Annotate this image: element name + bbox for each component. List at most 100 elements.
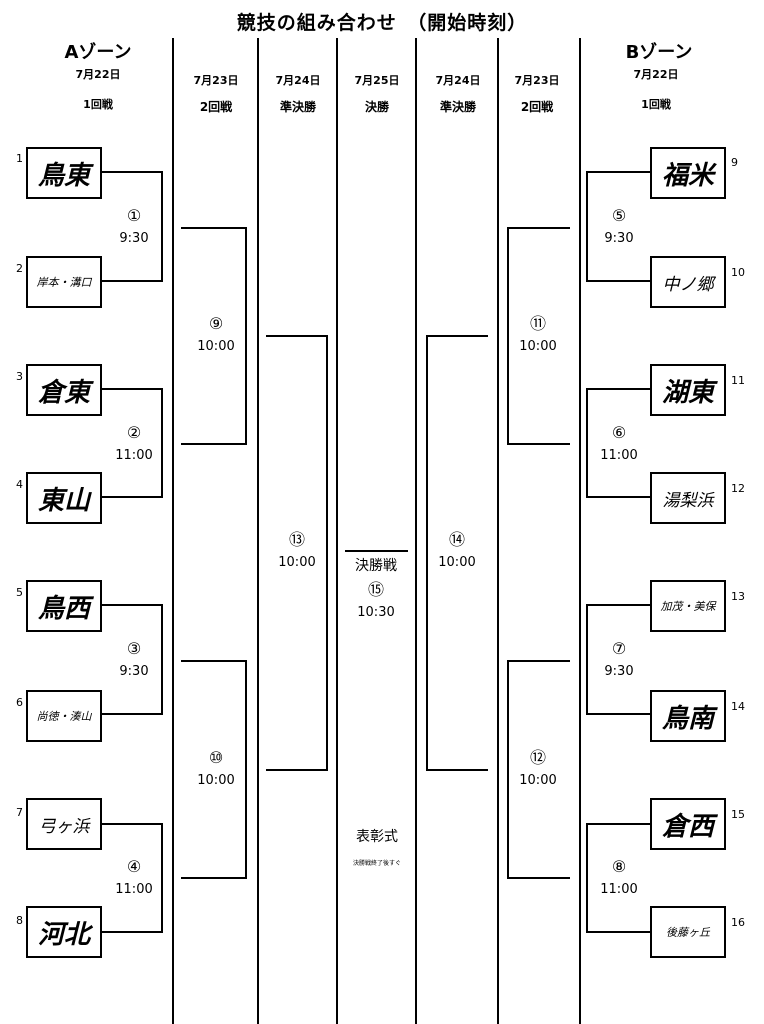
match-time: 11:00 <box>115 448 153 463</box>
column-divider <box>579 38 581 1024</box>
bracket-m9 <box>181 227 247 445</box>
final-name: 決勝 <box>364 100 389 114</box>
team-box: 河北 <box>26 906 102 958</box>
match-number: ④ <box>126 857 142 876</box>
team-number: 3 <box>16 370 23 383</box>
team-box: 湖東 <box>650 364 726 416</box>
team-box: 湯梨浜 <box>650 472 726 524</box>
b-r1-name: 1回戦 <box>641 98 671 111</box>
match-number: ⑫ <box>529 748 546 767</box>
team-number: 1 <box>16 152 23 165</box>
column-divider <box>336 38 338 1024</box>
ceremony-note: 決勝戦終了後すぐ <box>352 860 401 867</box>
final-date: 7月25日 <box>354 74 400 87</box>
match-time: 11:00 <box>115 882 153 897</box>
bracket-m14 <box>426 335 488 771</box>
team-number: 10 <box>731 266 745 279</box>
match-1-label: ① 9:30 <box>99 204 169 250</box>
match-14-label: ⑭ 10:00 <box>422 528 492 574</box>
match-time: 9:30 <box>119 231 149 246</box>
b-sf-name: 準決勝 <box>439 100 476 114</box>
bracket-m2 <box>101 388 163 498</box>
column-divider <box>172 38 174 1024</box>
match-4-label: ④ 11:00 <box>99 855 169 901</box>
a-sf-date: 7月24日 <box>275 74 321 87</box>
team-box: 加茂・美保 <box>650 580 726 632</box>
ceremony-label: 表彰式 <box>356 829 398 845</box>
bracket-m5 <box>586 171 651 282</box>
b-r2-name: 2回戦 <box>520 100 554 114</box>
match-time: 9:30 <box>119 664 149 679</box>
b-r1-date: 7月22日 <box>633 68 679 81</box>
team-box: 後藤ヶ丘 <box>650 906 726 958</box>
team-number: 7 <box>16 806 23 819</box>
match-time: 10:00 <box>438 555 476 570</box>
team-number: 2 <box>16 262 23 275</box>
match-13-label: ⑬ 10:00 <box>262 528 332 574</box>
match-number: ⑦ <box>611 639 627 658</box>
a-sf-name: 準決勝 <box>279 100 316 114</box>
team-number: 6 <box>16 696 23 709</box>
match-15-label: 決勝戦 ⑮ 10:30 <box>341 555 411 624</box>
bracket-m10 <box>181 660 247 879</box>
match-number: ⑧ <box>611 857 627 876</box>
team-number: 14 <box>731 700 745 713</box>
bracket-m11 <box>507 227 570 445</box>
team-number: 9 <box>731 156 738 169</box>
match-number: ⑤ <box>611 206 627 225</box>
match-time: 10:30 <box>357 605 395 620</box>
match-number: ③ <box>126 639 142 658</box>
match-time: 10:00 <box>519 773 557 788</box>
a-r1-name: 1回戦 <box>83 98 113 111</box>
bracket-m1 <box>101 171 163 282</box>
bracket-m4 <box>101 823 163 933</box>
match-2-label: ② 11:00 <box>99 421 169 467</box>
team-number: 16 <box>731 916 745 929</box>
team-box: 倉西 <box>650 798 726 850</box>
match-number: ⑩ <box>208 748 224 767</box>
match-10-label: ⑩ 10:00 <box>181 746 251 792</box>
match-number: ⑭ <box>448 530 465 549</box>
team-number: 11 <box>731 374 745 387</box>
match-7-label: ⑦ 9:30 <box>584 637 654 683</box>
team-box: 中ノ郷 <box>650 256 726 308</box>
column-divider <box>257 38 259 1024</box>
column-divider <box>497 38 499 1024</box>
match-5-label: ⑤ 9:30 <box>584 204 654 250</box>
bracket-m3 <box>101 604 163 715</box>
final-label: 決勝戦 <box>355 558 397 574</box>
page-title: 競技の組み合わせ （開始時刻） <box>236 12 528 34</box>
match-6-label: ⑥ 11:00 <box>584 421 654 467</box>
match-number: ② <box>126 423 142 442</box>
team-number: 13 <box>731 590 745 603</box>
bracket-m12 <box>507 660 570 879</box>
team-box: 弓ヶ浜 <box>26 798 102 850</box>
match-11-label: ⑪ 10:00 <box>503 312 573 358</box>
match-8-label: ⑧ 11:00 <box>584 855 654 901</box>
match-number: ⑥ <box>611 423 627 442</box>
team-number: 4 <box>16 478 23 491</box>
team-number: 15 <box>731 808 745 821</box>
zone-a-title: Aゾーン <box>64 42 132 63</box>
match-number: ⑪ <box>529 314 546 333</box>
team-box: 福米 <box>650 147 726 199</box>
a-r2-date: 7月23日 <box>193 74 239 87</box>
team-box: 岸本・溝口 <box>26 256 102 308</box>
match-time: 10:00 <box>278 555 316 570</box>
match-time: 9:30 <box>604 231 634 246</box>
match-time: 11:00 <box>600 882 638 897</box>
match-time: 10:00 <box>519 339 557 354</box>
match-number: ⑬ <box>288 530 305 549</box>
match-number: ① <box>126 206 142 225</box>
team-box: 鳥南 <box>650 690 726 742</box>
team-box: 鳥東 <box>26 147 102 199</box>
team-box: 東山 <box>26 472 102 524</box>
a-r1-date: 7月22日 <box>75 68 121 81</box>
a-r2-name: 2回戦 <box>199 100 233 114</box>
match-time: 11:00 <box>600 448 638 463</box>
column-divider <box>415 38 417 1024</box>
match-3-label: ③ 9:30 <box>99 637 169 683</box>
match-number: ⑨ <box>208 314 224 333</box>
b-r2-date: 7月23日 <box>514 74 560 87</box>
